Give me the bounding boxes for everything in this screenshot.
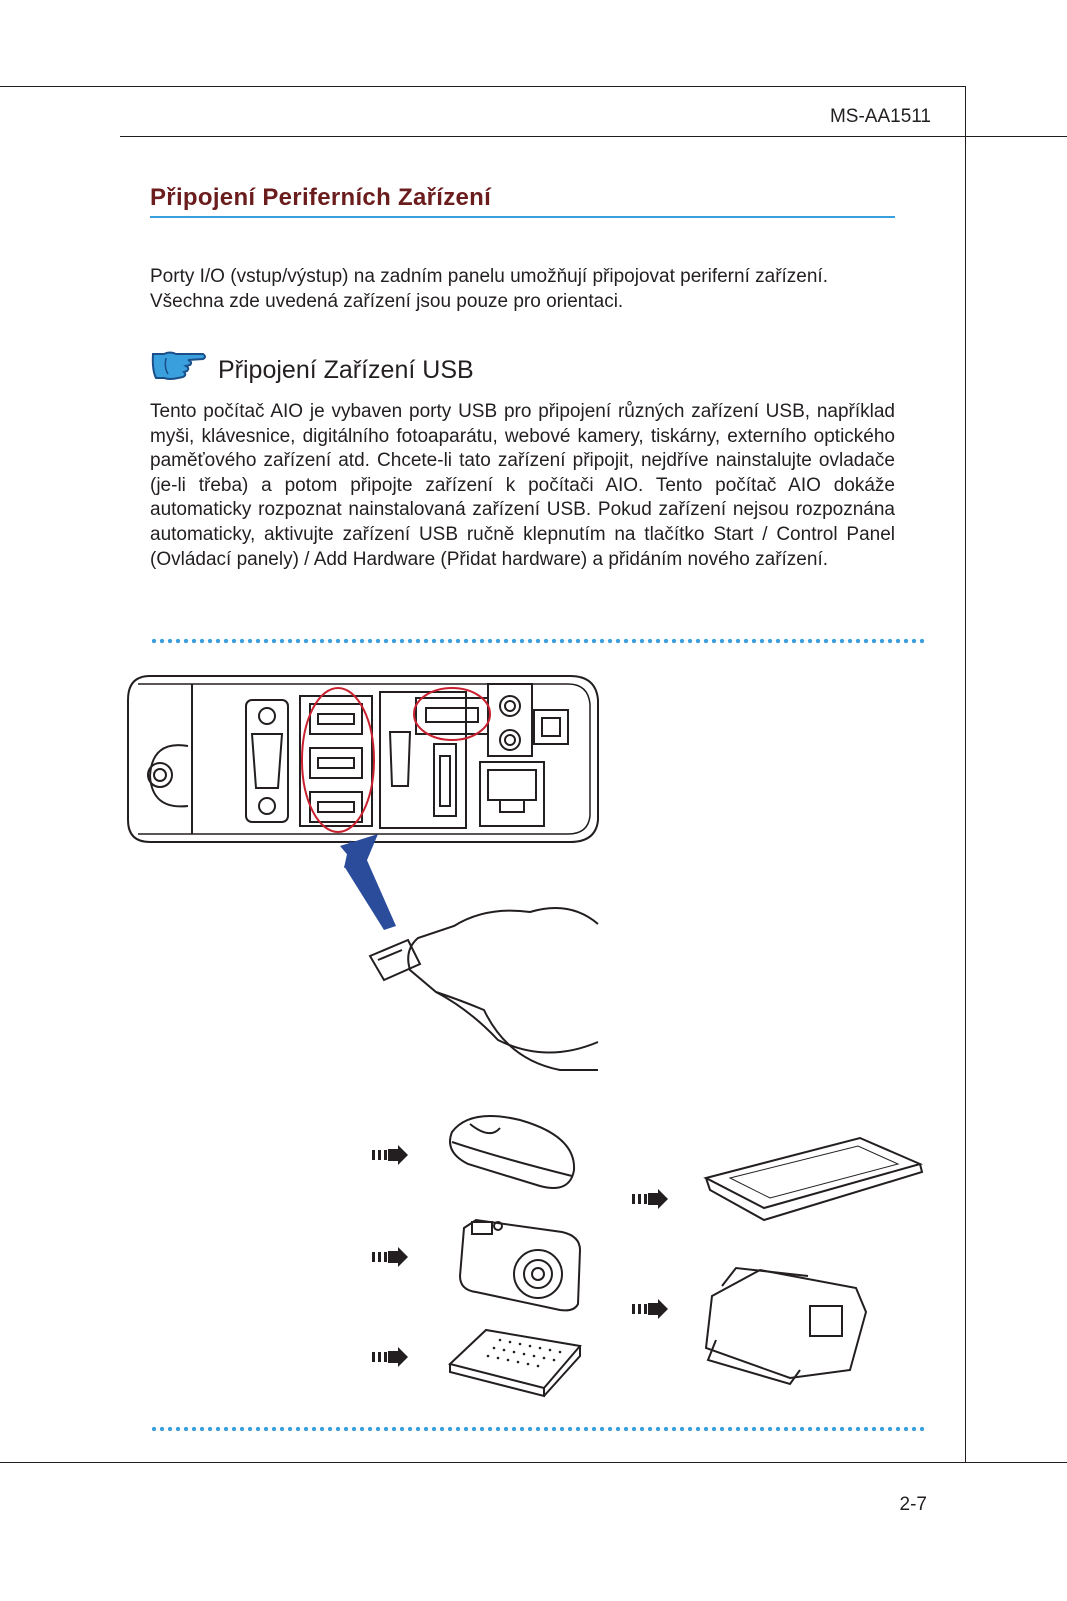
usb-connection-illustration <box>127 675 924 1398</box>
bottom-rule <box>0 1462 1067 1463</box>
subsection-heading: Připojení Zařízení USB <box>150 348 750 388</box>
pointing-hand-icon <box>151 351 206 380</box>
top-rule <box>0 86 965 87</box>
right-rule <box>965 86 966 1462</box>
dotted-divider-top <box>150 638 928 644</box>
page-number: 2-7 <box>899 1494 927 1515</box>
model-number: MS-AA1511 <box>829 106 931 127</box>
intro-paragraph: Porty I/O (vstup/výstup) na zadním panel… <box>150 266 828 312</box>
body-paragraph: Tento počítač AIO je vybaven porty USB p… <box>150 401 895 570</box>
dotted-divider-bottom <box>150 1426 928 1432</box>
section-title: Připojení Periferních Zařízení <box>150 184 895 218</box>
header-underline <box>120 136 1067 137</box>
subsection-title: Připojení Zařízení USB <box>218 356 474 384</box>
